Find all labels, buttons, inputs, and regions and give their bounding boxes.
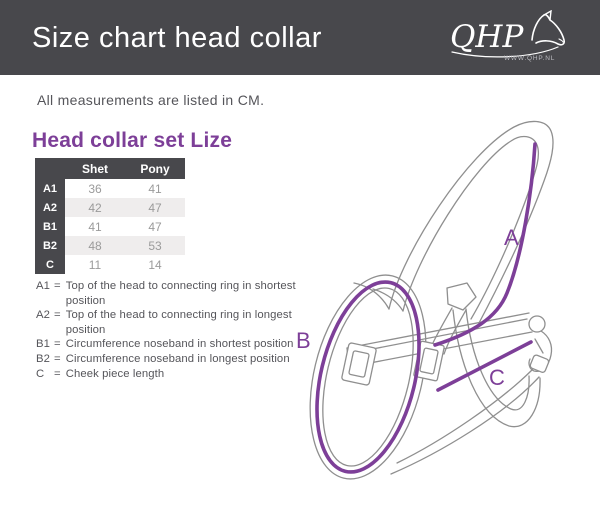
buckle-left-art (341, 342, 377, 386)
legend-item-b2: B2= Circumference noseband in longest pos… (36, 352, 326, 367)
diagram-label-a: A (504, 225, 519, 250)
brand-logo-url: WWW.QHP.NL (504, 55, 555, 62)
table-corner-cell (35, 158, 65, 179)
legend-code: A2 (36, 309, 51, 322)
column-header-pony: Pony (125, 158, 185, 179)
head-collar-diagram: A B C (296, 120, 554, 480)
legend-item-a2: A2= Top of the head to connecting ring in… (36, 308, 326, 337)
header-bar: Size chart head collar QHP WWW.QHP.NL (0, 0, 600, 75)
size-value: 36 (65, 179, 125, 198)
table-row-b2: B2 48 53 (35, 236, 185, 255)
legend-text: Circumference noseband in shortest posit… (65, 338, 294, 351)
size-value: 42 (65, 198, 125, 217)
legend-text: Top of the head to connecting ring in lo… (65, 309, 292, 336)
legend-text: Top of the head to connecting ring in sh… (65, 280, 296, 307)
measurement-c-line (436, 340, 533, 392)
table-row-a2: A2 42 47 (35, 198, 185, 217)
size-table: Shet Pony A1 36 41 A2 42 47 B1 41 47 B2 (35, 158, 185, 274)
diagram-label-b: B (296, 328, 311, 353)
size-value: 41 (65, 217, 125, 236)
row-label: B2 (35, 236, 65, 255)
measurement-note: All measurements are listed in CM. (37, 92, 265, 108)
size-value: 53 (125, 236, 185, 255)
legend-equals: = (54, 338, 61, 351)
strap-keeper-art (446, 282, 477, 311)
legend-code: B2 (36, 352, 51, 365)
legend-equals: = (54, 280, 61, 292)
legend-equals: = (54, 309, 61, 322)
legend-code: B1 (36, 338, 51, 351)
legend-item-c: C = Cheek piece length (36, 367, 326, 382)
crown-strap-art (353, 120, 554, 324)
noseband-strap-art (309, 274, 427, 480)
row-label: B1 (35, 217, 65, 236)
diagram-label-c: C (489, 365, 505, 390)
size-value: 47 (125, 217, 185, 236)
legend-item-b1: B1= Circumference noseband in shortest po… (36, 337, 326, 352)
legend-text: Cheek piece length (65, 367, 165, 380)
size-value: 48 (65, 236, 125, 255)
brand-logo-text: QHP (450, 19, 524, 55)
size-value: 41 (125, 179, 185, 198)
section-title: Head collar set Lize (32, 129, 233, 152)
row-label: A1 (35, 179, 65, 198)
legend-code: C (36, 367, 45, 380)
legend-code: A1 (36, 280, 51, 292)
legend-equals: = (54, 352, 61, 365)
table-row-c: C 11 14 (35, 255, 185, 274)
brand-logo: QHP WWW.QHP.NL (450, 10, 565, 62)
size-value: 47 (125, 198, 185, 217)
table-header-row: Shet Pony (35, 158, 185, 179)
measurement-legend: A1=Top of the head to connecting ring in… (36, 279, 326, 381)
row-label: A2 (35, 198, 65, 217)
measurement-a-line (433, 142, 537, 347)
ring-and-snap-art (528, 315, 553, 373)
size-value: 14 (125, 255, 185, 274)
table-row-a1: A1 36 41 (35, 179, 185, 198)
page-title: Size chart head collar (32, 22, 322, 54)
legend-equals: = (54, 367, 61, 380)
row-label: C (35, 255, 65, 274)
horse-head-icon (451, 10, 565, 58)
legend-text: Circumference noseband in longest positi… (65, 352, 290, 365)
table-row-b1: B1 41 47 (35, 217, 185, 236)
chin-strap-art (390, 368, 540, 475)
measurement-b-ellipse (315, 280, 421, 474)
legend-item-a1: A1= Top of the head to connecting ring in… (36, 279, 326, 308)
column-header-shet: Shet (65, 158, 125, 179)
size-value: 11 (65, 255, 125, 274)
